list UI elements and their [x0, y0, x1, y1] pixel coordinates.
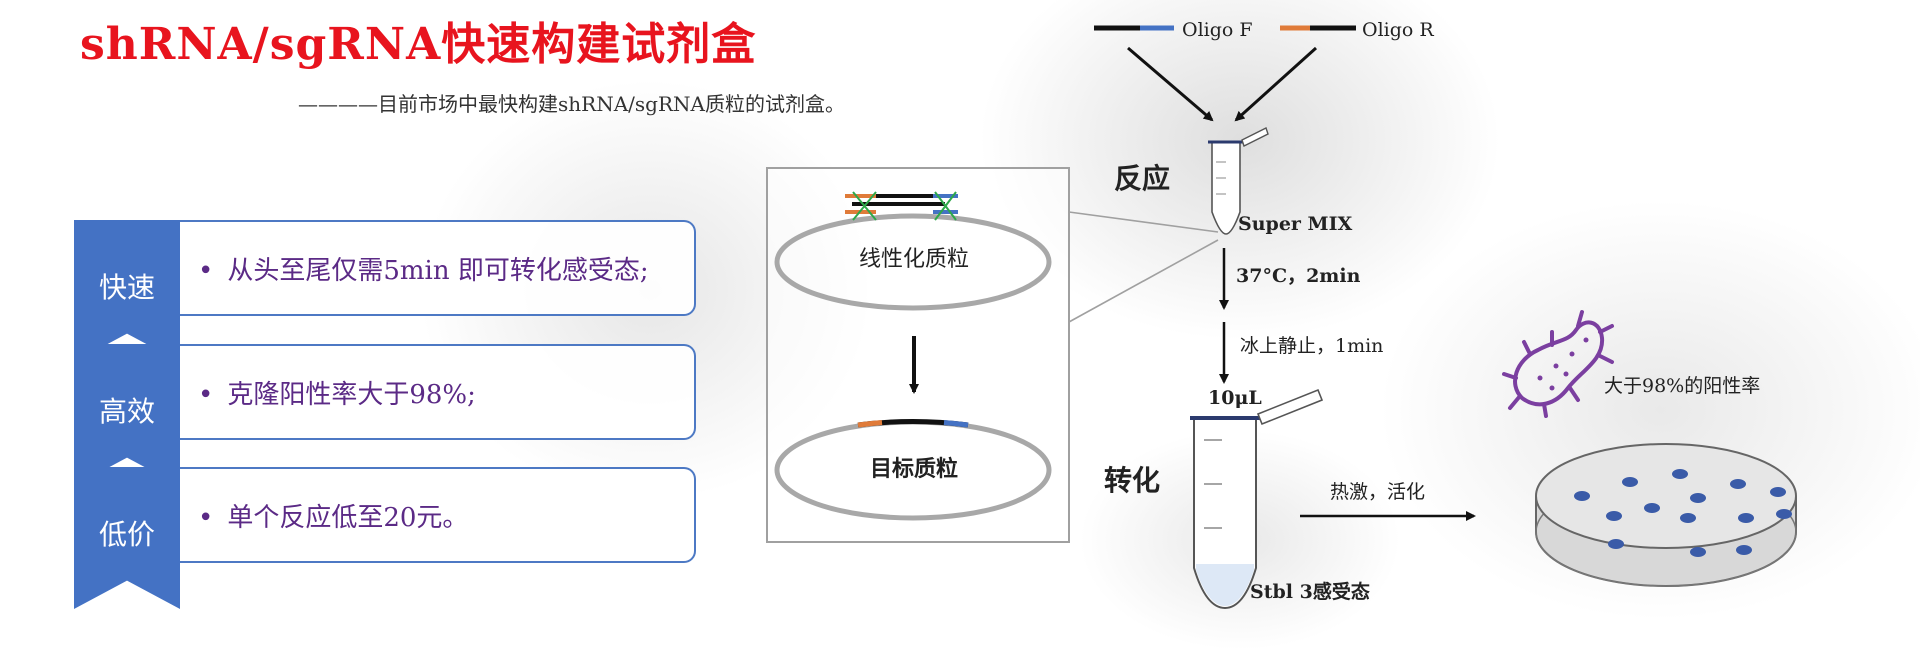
- workflow-diagram: 线性化质粒 目标质粒 Oligo F Oligo R 反应 Super MIX …: [766, 19, 1797, 610]
- colony: [1690, 493, 1706, 503]
- bacterium-icon: [1502, 310, 1614, 418]
- colony: [1770, 487, 1786, 497]
- volume-label: 10μL: [1208, 387, 1262, 409]
- petri-dish-icon: [1535, 443, 1797, 587]
- colony: [1776, 509, 1792, 519]
- feature-text: 单个反应低至20元。: [198, 497, 468, 534]
- feature-tag-label: 高效: [98, 395, 155, 428]
- colonies: [1574, 469, 1792, 557]
- oligo-f-arrow: [1127, 46, 1214, 122]
- feature-tag-label: 低价: [98, 518, 155, 551]
- colony: [1606, 511, 1622, 521]
- transform-tube-icon: [1190, 388, 1324, 610]
- colony: [1608, 539, 1624, 549]
- competent-cells-label: Stbl 3感受态: [1250, 580, 1370, 603]
- page-title: shRNA/sgRNA快速构建试剂盒: [80, 19, 757, 70]
- colony: [1736, 545, 1752, 555]
- colony: [1680, 513, 1696, 523]
- transform-stage-label: 转化: [1104, 464, 1160, 497]
- plasmid-panel: [766, 167, 1070, 543]
- target-plasmid-label: 目标质粒: [870, 456, 958, 482]
- target-plasmid: [774, 419, 1052, 521]
- feature-box-efficiency: 克隆阳性率大于98%;: [178, 344, 696, 440]
- page-subtitle: ————目前市场中最快构建shRNA/sgRNA质粒的试剂盒。: [298, 92, 845, 116]
- colony: [1738, 513, 1754, 523]
- colony: [1574, 491, 1590, 501]
- feature-tag-label: 快速: [98, 271, 155, 304]
- step2-label: 冰上静止，1min: [1240, 335, 1383, 357]
- feature-text: 克隆阳性率大于98%;: [198, 374, 476, 411]
- zoom-line: [1068, 211, 1219, 233]
- linear-plasmid: [774, 191, 1052, 311]
- colony: [1730, 479, 1746, 489]
- colony: [1644, 503, 1660, 513]
- colony: [1690, 547, 1706, 557]
- feature-text: 从头至尾仅需5min 即可转化感受态;: [198, 250, 648, 287]
- reaction-stage-label: 反应: [1114, 162, 1170, 195]
- colony: [1622, 477, 1638, 487]
- colony: [1672, 469, 1688, 479]
- step1-label: 37°C，2min: [1236, 265, 1361, 287]
- positive-rate-label: 大于98%的阳性率: [1604, 375, 1760, 397]
- linear-plasmid-label: 线性化质粒: [859, 247, 969, 272]
- feature-box-speed: 从头至尾仅需5min 即可转化感受态;: [178, 220, 696, 316]
- oligo-f-label: Oligo F: [1182, 19, 1253, 41]
- tube-icon: [1208, 127, 1269, 235]
- heat-shock-label: 热激，活化: [1330, 481, 1425, 503]
- feature-box-price: 单个反应低至20元。: [178, 467, 696, 563]
- oligo-r-label: Oligo R: [1362, 19, 1434, 41]
- zoom-line: [1068, 239, 1219, 323]
- oligo-r-arrow: [1234, 46, 1318, 122]
- reaction-tube-label: Super MIX: [1238, 213, 1352, 235]
